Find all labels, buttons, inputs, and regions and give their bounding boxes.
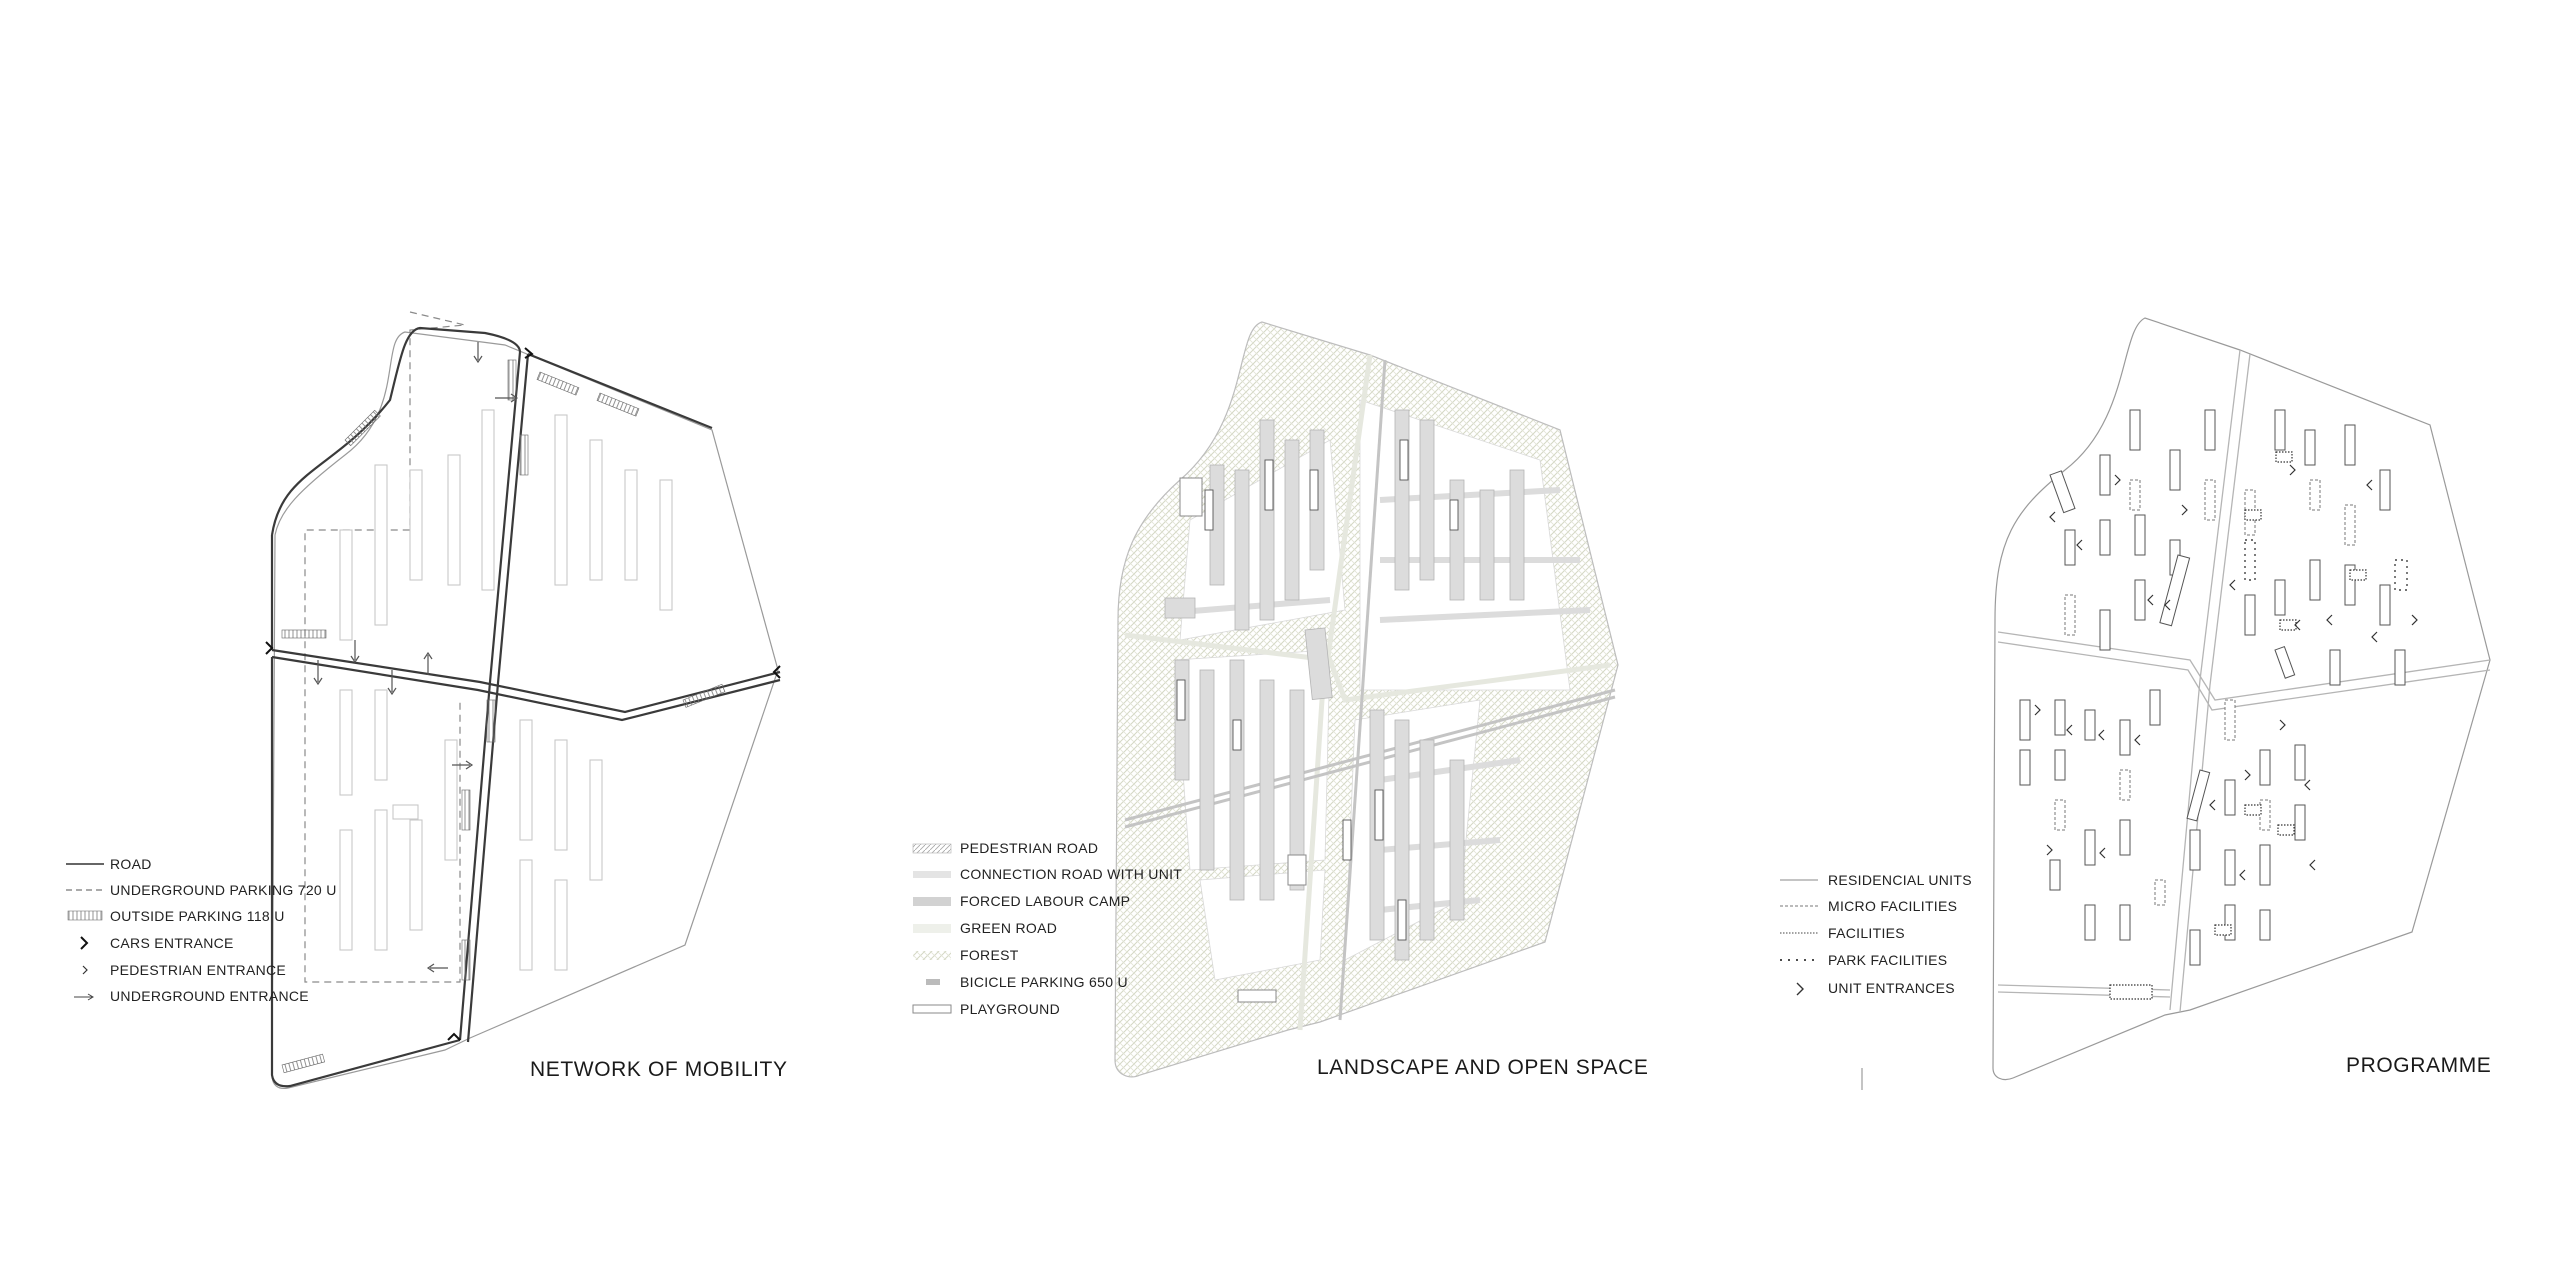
playground-swatch-icon [912, 1004, 952, 1014]
legend-row: FACILITIES [1780, 925, 1905, 941]
programme-roads [1997, 349, 2491, 1013]
hatched-parking-icon [67, 910, 103, 921]
legend-row: MICRO FACILITIES [1780, 898, 1957, 914]
legend-row: CARS ENTRANCE [80, 935, 234, 951]
legend-label: FACILITIES [1828, 925, 1905, 941]
legend-row: UNIT ENTRANCES [1796, 980, 1955, 996]
legend-label: BICICLE PARKING 650 U [960, 974, 1128, 990]
underground-parking-outline [304, 311, 466, 983]
mobility-site-plan [265, 311, 781, 1090]
outside-parking-strips [281, 359, 726, 1074]
legend-label: FOREST [960, 947, 1019, 963]
labour-camp-bars [1164, 409, 1525, 961]
pedestrian-road-swatch-icon [912, 843, 952, 854]
legend-label: UNIT ENTRANCES [1828, 980, 1955, 996]
mobility-plate: ROAD UNDERGROUND PARKING 720 U OUTSIDE P… [66, 311, 788, 1090]
legend-row: CONNECTION ROAD WITH UNIT [913, 866, 1182, 882]
site-boundary [1992, 317, 2491, 1081]
legend-row: PEDESTRIAN ENTRANCE [82, 962, 286, 978]
landscape-plate: PEDESTRIAN ROAD CONNECTION ROAD WITH UNI… [912, 321, 1648, 1079]
legend-row: FOREST [913, 947, 1019, 963]
building-footprints [339, 409, 673, 971]
legend-row: OUTSIDE PARKING 118 U [67, 908, 285, 924]
underground-entrance-arrows [313, 342, 519, 973]
legend-row: UNDERGROUND ENTRANCE [74, 988, 309, 1004]
labour-camp-swatch-icon [913, 897, 951, 906]
plate-title: PROGRAMME [2346, 1054, 2491, 1077]
legend-label: ROAD [110, 856, 152, 872]
legend-row: RESIDENCIAL UNITS [1780, 872, 1972, 888]
facilities [2109, 451, 2367, 1000]
cars-entrances [265, 347, 781, 1041]
bicycle-parking-icon [926, 979, 940, 985]
plate-title: NETWORK OF MOBILITY [530, 1058, 788, 1081]
legend-row: GREEN ROAD [913, 920, 1057, 936]
programme-plate: RESIDENCIAL UNITS MICRO FACILITIES FACIL… [1780, 317, 2491, 1090]
legend-row: ROAD [66, 856, 152, 872]
playgrounds [1179, 477, 1307, 1003]
legend-row: PEDESTRIAN ROAD [912, 840, 1098, 856]
legend-label: PLAYGROUND [960, 1001, 1060, 1017]
green-roads [1124, 354, 1611, 1031]
connection-road-swatch-icon [913, 871, 951, 878]
legend-label: RESIDENCIAL UNITS [1828, 872, 1972, 888]
legend-label: MICRO FACILITIES [1828, 898, 1957, 914]
legend-row: BICICLE PARKING 650 U [926, 974, 1128, 990]
park-facilities [2244, 539, 2408, 591]
forest-swatch-icon [913, 951, 951, 960]
legend-row: PLAYGROUND [912, 1001, 1060, 1017]
residential-units [2019, 409, 2406, 966]
programme-legend: RESIDENCIAL UNITS MICRO FACILITIES FACIL… [1780, 872, 1972, 996]
bicycle-parking [1176, 439, 1459, 941]
mobility-legend: ROAD UNDERGROUND PARKING 720 U OUTSIDE P… [66, 856, 337, 1004]
legend-row: PARK FACILITIES [1780, 952, 1947, 968]
arrow-icon [74, 993, 94, 1001]
legend-label: PEDESTRIAN ENTRANCE [110, 962, 286, 978]
legend-label: UNDERGROUND PARKING 720 U [110, 882, 337, 898]
green-road-swatch-icon [913, 924, 951, 933]
plate-title: LANDSCAPE AND OPEN SPACE [1317, 1056, 1648, 1079]
site-boundary [271, 331, 779, 1090]
landscape-site-plan [1114, 321, 1619, 1078]
legend-label: OUTSIDE PARKING 118 U [110, 908, 285, 924]
legend-label: FORCED LABOUR CAMP [960, 893, 1130, 909]
legend-label: PEDESTRIAN ROAD [960, 840, 1098, 856]
legend-label: PARK FACILITIES [1828, 952, 1947, 968]
legend-label: CONNECTION ROAD WITH UNIT [960, 866, 1182, 882]
legend-row: UNDERGROUND PARKING 720 U [66, 882, 337, 898]
legend-label: GREEN ROAD [960, 920, 1057, 936]
programme-site-plan [1992, 317, 2491, 1081]
unit-entrances [2034, 464, 2418, 881]
small-chevron-icon [82, 965, 88, 975]
legend-label: UNDERGROUND ENTRANCE [110, 988, 309, 1004]
road-network [270, 326, 781, 1088]
chevron-icon [1796, 982, 1804, 996]
legend-label: CARS ENTRANCE [110, 935, 234, 951]
legend-row: FORCED LABOUR CAMP [913, 893, 1130, 909]
landscape-legend: PEDESTRIAN ROAD CONNECTION ROAD WITH UNI… [912, 840, 1182, 1017]
chevron-icon [80, 936, 89, 950]
